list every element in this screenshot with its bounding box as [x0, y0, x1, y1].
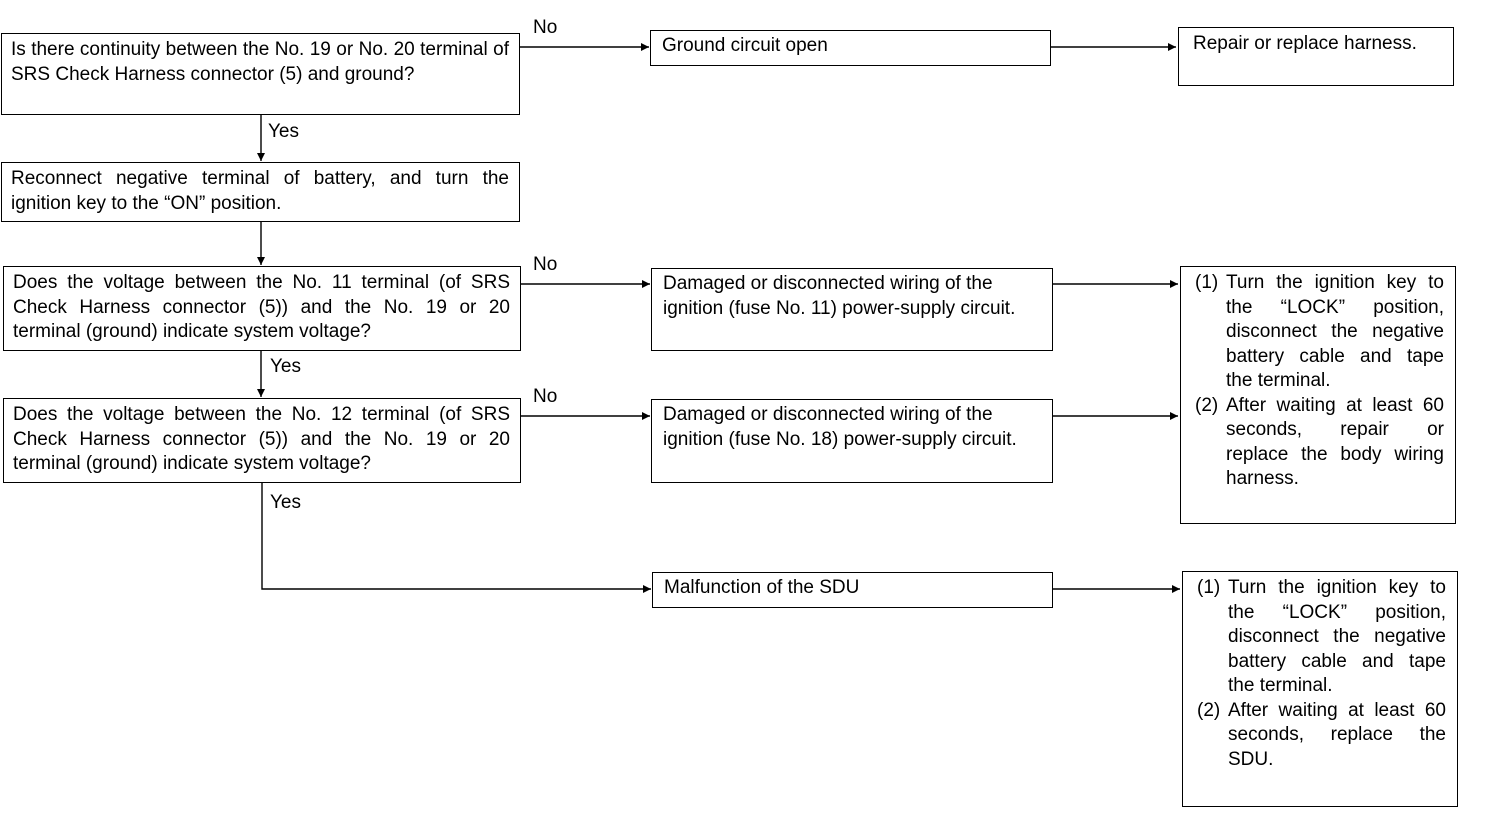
result-text: Ground circuit open: [662, 35, 828, 56]
action-replace-sdu: (1) Turn the ignition key to the “LOCK” …: [1182, 571, 1458, 807]
question-text: Is there continuity between the No. 19 o…: [11, 39, 509, 85]
result-text: Damaged or disconnected wiring of the ig…: [663, 273, 1016, 319]
result-fuse-18-wiring: Damaged or disconnected wiring of the ig…: [651, 399, 1053, 483]
step-text: After waiting at least 60 seconds, repai…: [1226, 394, 1444, 490]
step-number: (2): [1197, 699, 1221, 721]
result-sdu-malfunction: Malfunction of the SDU: [652, 572, 1053, 608]
action-repair-body-wiring: (1) Turn the ignition key to the “LOCK” …: [1180, 266, 1456, 524]
result-text: Malfunction of the SDU: [664, 577, 860, 598]
step-number: (2): [1195, 394, 1219, 416]
label-yes: Yes: [268, 121, 299, 142]
step-number: (1): [1195, 272, 1219, 293]
label-yes: Yes: [270, 492, 301, 513]
question-text: Reconnect negative terminal of battery, …: [11, 168, 509, 214]
action-steps: (1) Turn the ignition key to the “LOCK” …: [1197, 576, 1446, 772]
question-text: Does the voltage between the No. 12 term…: [13, 404, 510, 474]
action-step: (2) After waiting at least 60 seconds, r…: [1197, 699, 1446, 773]
arrow-q4-yes: [261, 483, 651, 593]
step-number: (1): [1197, 577, 1221, 598]
label-yes: Yes: [270, 356, 301, 377]
action-step: (1) Turn the ignition key to the “LOCK” …: [1195, 271, 1444, 394]
result-ground-circuit-open: Ground circuit open: [650, 30, 1051, 66]
result-fuse-11-wiring: Damaged or disconnected wiring of the ig…: [651, 268, 1053, 351]
result-text: Damaged or disconnected wiring of the ig…: [663, 404, 1017, 450]
question-continuity: Is there continuity between the No. 19 o…: [1, 33, 520, 115]
step-text: After waiting at least 60 seconds, repla…: [1228, 699, 1446, 770]
step-text: Turn the ignition key to the “LOCK” posi…: [1228, 577, 1446, 696]
label-no: No: [533, 17, 558, 38]
question-voltage-terminal-12: Does the voltage between the No. 12 term…: [3, 398, 521, 483]
action-step: (2) After waiting at least 60 seconds, r…: [1195, 394, 1444, 492]
action-step: (1) Turn the ignition key to the “LOCK” …: [1197, 576, 1446, 699]
step-text: Turn the ignition key to the “LOCK” posi…: [1226, 272, 1444, 391]
label-no: No: [533, 254, 558, 275]
question-text: Does the voltage between the No. 11 term…: [13, 272, 510, 342]
question-voltage-terminal-11: Does the voltage between the No. 11 term…: [3, 266, 521, 351]
action-repair-harness: Repair or replace harness.: [1178, 27, 1454, 86]
action-steps: (1) Turn the ignition key to the “LOCK” …: [1195, 271, 1444, 492]
question-reconnect-battery: Reconnect negative terminal of battery, …: [1, 162, 520, 222]
label-no: No: [533, 386, 558, 407]
action-text: Repair or replace harness.: [1193, 33, 1417, 54]
